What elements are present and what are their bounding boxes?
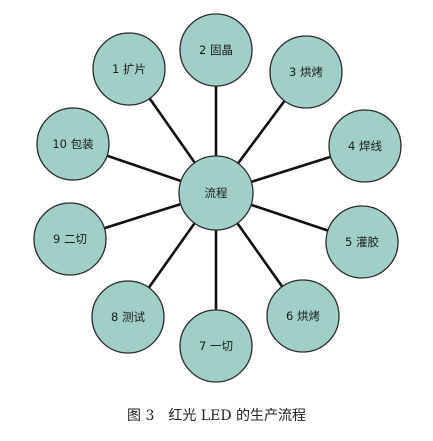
process-node-n10: 10 包装 <box>36 107 110 181</box>
process-nodes: 2 固晶 3 烘烤 4 焊线 5 灌胶 6 烘烤 7 一切 8 测试 9 二切 10 包装 1 扩… <box>33 13 402 383</box>
process-node-circle <box>328 109 402 183</box>
process-node-n9: 9 二切 <box>33 202 107 276</box>
figure-caption: 图 3 红光 LED 的生产流程 <box>127 408 306 424</box>
process-node-label: 2 固晶 <box>199 43 233 57</box>
process-node-n1: 1 扩片 <box>92 32 166 106</box>
process-node-n8: 8 测试 <box>91 280 165 354</box>
process-node-label: 8 测试 <box>111 310 145 324</box>
process-node-n7: 7 一切 <box>179 309 253 383</box>
process-node-circle <box>266 279 340 353</box>
process-node-circle <box>91 280 165 354</box>
process-node-circle <box>325 205 399 279</box>
process-node-circle <box>179 309 253 383</box>
process-node-n6: 6 烘烤 <box>266 279 340 353</box>
center-node: 流程 <box>178 155 254 231</box>
process-node-circle <box>36 107 110 181</box>
center-node-circle <box>178 155 254 231</box>
process-node-circle <box>269 35 343 109</box>
process-node-label: 7 一切 <box>199 339 233 353</box>
process-node-label: 1 扩片 <box>112 62 146 76</box>
center-node-label: 流程 <box>205 186 228 200</box>
process-node-label: 9 二切 <box>53 232 87 246</box>
process-node-label: 4 焊线 <box>348 139 382 153</box>
process-node-label: 10 包装 <box>52 137 94 151</box>
process-node-circle <box>92 32 166 106</box>
process-node-label: 6 烘烤 <box>286 309 320 323</box>
process-node-n3: 3 烘烤 <box>269 35 343 109</box>
process-node-circle <box>179 13 253 87</box>
process-node-circle <box>33 202 107 276</box>
process-node-n5: 5 灌胶 <box>325 205 399 279</box>
process-node-n4: 4 焊线 <box>328 109 402 183</box>
process-node-label: 3 烘烤 <box>289 65 323 79</box>
process-node-label: 5 灌胶 <box>345 235 379 249</box>
process-node-n2: 2 固晶 <box>179 13 253 87</box>
